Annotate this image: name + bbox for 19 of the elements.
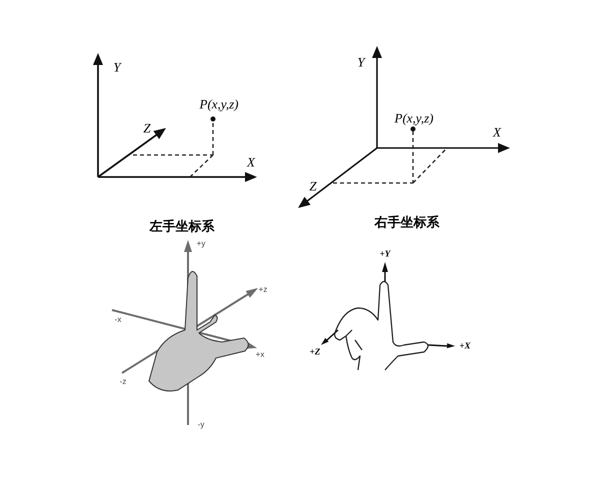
- axis-label: X: [493, 126, 501, 138]
- caption: 右手坐标系: [374, 216, 440, 230]
- axis-label: Y: [113, 60, 121, 74]
- axis-label: +Y: [380, 250, 390, 258]
- axis-label: -x: [114, 316, 122, 324]
- axis-label: Z: [309, 180, 317, 192]
- axis-label: +x: [256, 351, 264, 359]
- point-label: P(x,y,z): [200, 98, 238, 110]
- axis-label: Z: [143, 122, 151, 134]
- axis-label: Y: [357, 56, 365, 68]
- axis-label: X: [247, 156, 255, 168]
- axis-label: +Z: [310, 348, 320, 356]
- point-label: P(x,y,z): [394, 112, 434, 124]
- axis-label: +z: [258, 286, 268, 294]
- caption: 左手坐标系: [150, 220, 214, 234]
- axis-label: -z: [120, 378, 126, 386]
- axis-label: +y: [196, 240, 206, 248]
- axis-label: -y: [198, 421, 204, 429]
- axis-label: +X: [459, 342, 471, 350]
